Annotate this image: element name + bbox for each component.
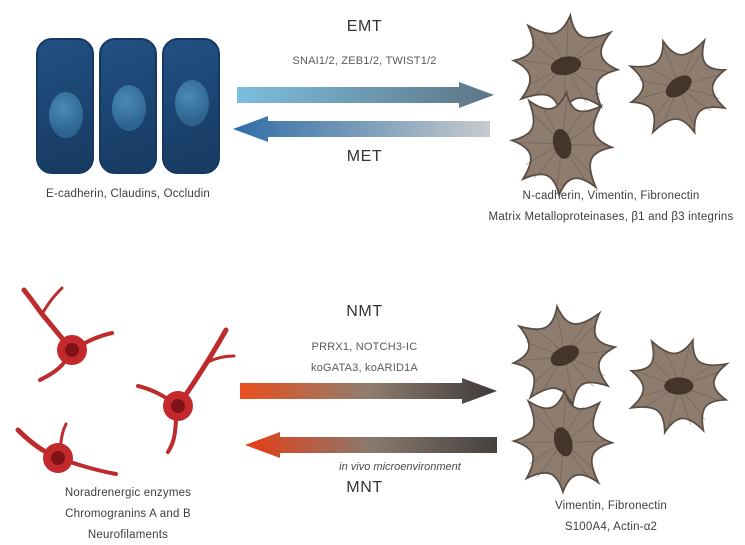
mnt-title: MNT [346,479,383,496]
emt-factors-label: SNAI1/2, ZEB1/2, TWIST1/2 [292,55,437,67]
met-reverse-arrow-icon [233,116,490,142]
epithelial-cell-icon [162,38,220,174]
neuron-soma-icon [43,335,193,473]
mesenchymal-markers-label-top: N-cadherin, Vimentin, Fibronectin Matrix… [480,186,742,228]
nmt-factors-line1: PRRX1, NOTCH3-IC [311,341,418,353]
invivo-condition-label: in vivo microenvironment [339,461,461,473]
emt-forward-arrow-icon [237,82,494,108]
mesenchymal-markers-label-bottom: Vimentin, Fibronectin S100A4, Actin-α2 [480,496,742,538]
nmt-forward-arrow-icon [240,378,497,404]
mesenchymal-markers-top-line2: Matrix Metalloproteinases, β1 and β3 int… [488,211,734,223]
epithelial-cell-group [36,38,226,178]
emt-title: EMT [346,18,383,35]
mesenchymal-cell-group-bottom [492,298,742,495]
mesenchymal-cell-icon [615,324,742,449]
cell-nucleus-icon [112,85,146,131]
cell-nucleus-icon [49,92,83,138]
mesenchymal-cell-icon [511,388,615,495]
mesenchymal-markers-bottom-line1: Vimentin, Fibronectin [554,500,667,512]
epithelial-cell-icon [36,38,94,174]
neuron-group-icon [15,286,236,476]
mesenchymal-markers-bottom-line2: S100A4, Actin-α2 [564,521,658,533]
noradrenergic-line1: Noradrenergic enzymes [64,487,192,499]
nmt-factors-line2: koGATA3, koARID1A [311,362,418,374]
mesenchymal-markers-top-line1: N-cadherin, Vimentin, Fibronectin [522,190,700,202]
nmt-title: NMT [346,303,383,320]
epithelial-cell-icon [99,38,157,174]
mesenchymal-cell-icon [615,24,742,149]
mesenchymal-cell-group-top [492,5,742,200]
met-title: MET [346,148,383,165]
cell-nucleus-icon [175,80,209,126]
noradrenergic-markers-label: Noradrenergic enzymes Chromogranins A an… [18,483,238,545]
epithelial-markers-label: E-cadherin, Claudins, Occludin [46,188,210,200]
mnt-reverse-arrow-icon [245,432,497,458]
noradrenergic-line2: Chromogranins A and B [65,508,191,520]
noradrenergic-line3: Neurofilaments [87,529,169,541]
